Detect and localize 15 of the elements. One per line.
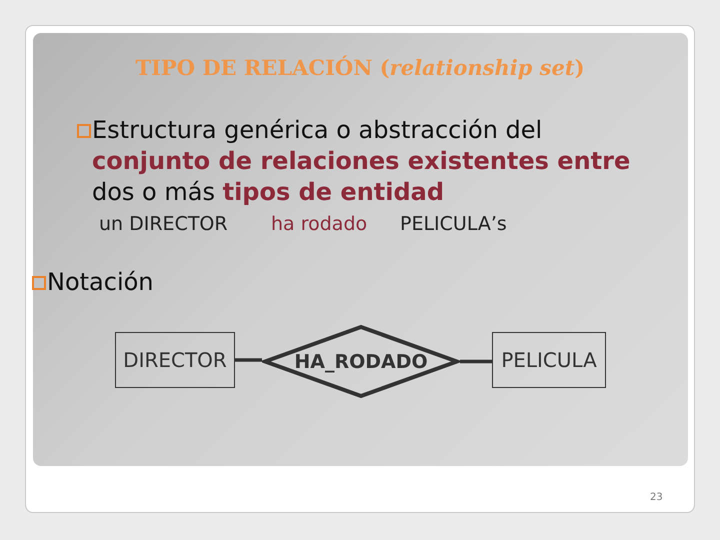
bullet-text: Estructura genérica o abstracción del conjunto de relaciones existentes entre dos o más tipos de entidad [92, 115, 632, 208]
slide-title: TIPO DE RELACIÓN (relationship set) [134, 55, 586, 80]
entity-name: DIRECTOR [123, 348, 227, 372]
example-text: un DIRECTOR [99, 213, 228, 235]
entity-name: PELICULA [501, 348, 597, 372]
page-number: 23 [650, 492, 663, 503]
example-text: ha rodado [271, 213, 368, 235]
entity-box [115, 332, 235, 388]
relationship-name: HA_RODADO [294, 350, 428, 372]
example-text: PELICULA’s [400, 213, 507, 235]
entity-box [492, 332, 606, 388]
relationship-diamond [262, 325, 460, 398]
bullet-text: Notación [47, 267, 154, 298]
connector-line [235, 358, 262, 362]
connector-line [460, 360, 492, 364]
